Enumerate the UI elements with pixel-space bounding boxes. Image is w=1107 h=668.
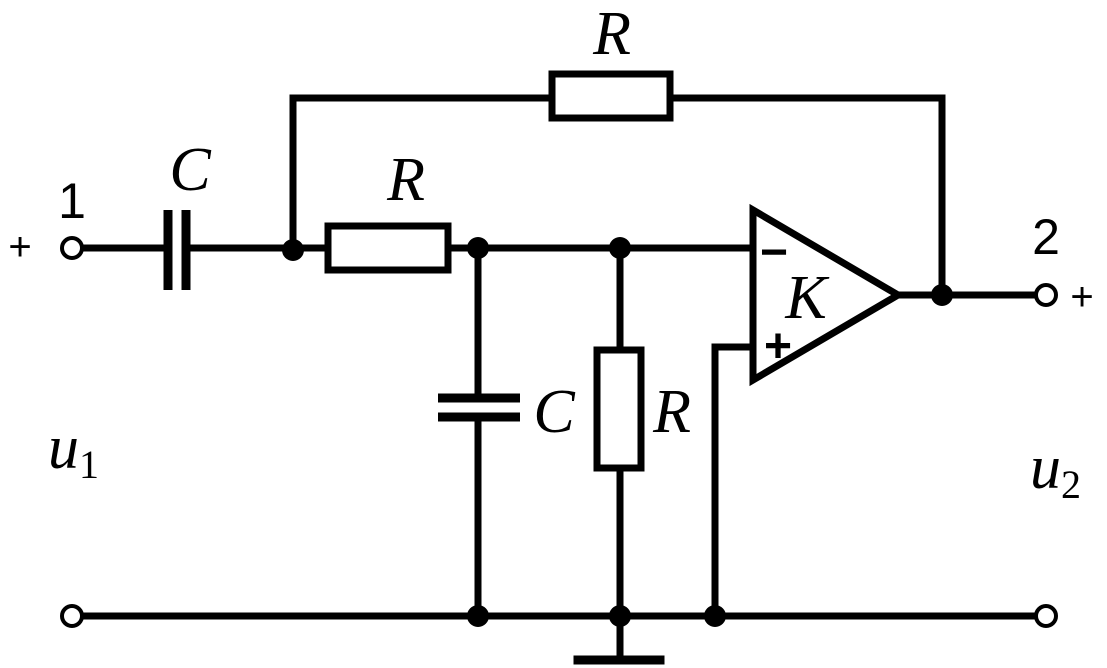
wire-feedback-return	[666, 94, 946, 299]
series-resistor-label: R	[386, 146, 425, 214]
input-polarity-sign: +	[8, 225, 31, 269]
junctions	[282, 237, 953, 627]
output-ground-terminal	[1034, 604, 1058, 628]
amplifier-gain-label: K	[784, 264, 830, 332]
output-terminal-2	[1034, 283, 1058, 307]
output-polarity-sign: +	[1070, 275, 1093, 319]
feedback-resistor	[548, 70, 674, 122]
input-voltage-label: u1	[48, 414, 99, 487]
output-terminal-number: 2	[1032, 209, 1060, 265]
noninverting-input-sign: +	[764, 320, 792, 373]
junction-dot	[282, 239, 304, 261]
shunt-resistor	[593, 346, 645, 472]
input-terminal-1	[60, 236, 84, 260]
feedback-resistor-label: R	[592, 0, 631, 68]
junction-dot	[704, 605, 726, 627]
shunt-resistor-label: R	[652, 378, 691, 446]
junction-dot	[609, 605, 631, 627]
shunt-capacitor-label: C	[533, 378, 575, 446]
series-capacitor	[163, 210, 191, 290]
junction-dot	[931, 284, 953, 306]
output-voltage-label: u2	[1030, 434, 1081, 507]
input-terminal-number: 1	[58, 173, 86, 229]
output-voltage-subscript: 2	[1061, 462, 1081, 507]
series-resistor	[324, 222, 452, 274]
input-ground-terminal	[60, 604, 84, 628]
series-capacitor-label: C	[169, 136, 211, 204]
wire-feedback	[289, 94, 556, 252]
junction-dot	[467, 605, 489, 627]
junction-dot	[609, 237, 631, 259]
output-voltage-symbol: u	[1030, 434, 1061, 502]
shunt-capacitor	[438, 393, 520, 422]
opamp-triangle	[749, 203, 905, 387]
junction-dot	[467, 237, 489, 259]
wires	[78, 94, 1040, 665]
input-voltage-subscript: 1	[79, 442, 99, 487]
wire-noninverting-to-ground	[711, 343, 757, 620]
input-voltage-symbol: u	[48, 414, 79, 482]
inverting-input-sign: −	[760, 226, 788, 279]
